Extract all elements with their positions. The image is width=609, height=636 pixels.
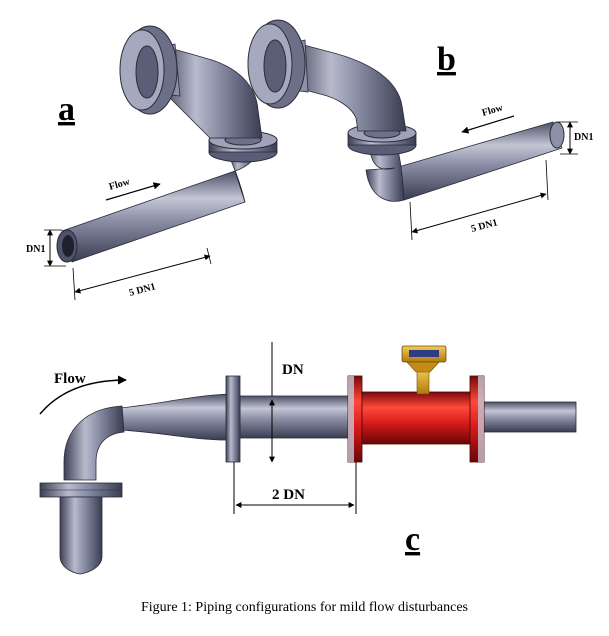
panel-b-upper-bend — [289, 43, 407, 132]
figure-caption: Figure 1: Piping configurations for mild… — [140, 600, 468, 615]
panel-a-flow-label: Flow — [108, 176, 132, 193]
panel-c-flow-label: Flow — [54, 371, 86, 387]
panel-c-meter-display — [409, 350, 439, 357]
panel-a-letter: a — [58, 91, 75, 128]
panel-a-length-line — [74, 254, 211, 294]
panel-c-flange-2 — [347, 375, 363, 463]
panel-c-length-label: 2 DN — [272, 487, 305, 503]
panel-c-elbow — [63, 405, 125, 481]
panel-c-meter-body — [361, 391, 473, 445]
panel-c-reducer — [119, 393, 229, 441]
panel-c-diameter-label: DN — [282, 362, 304, 378]
panel-c: c Flow DN 2 DN — [39, 342, 577, 575]
panel-a: a Flow DN1 5 DN1 — [26, 25, 278, 301]
panel-a-diameter-label: DN1 — [26, 244, 45, 255]
panel-c-inlet-pipe — [59, 496, 103, 575]
panel-c-flange-1 — [225, 375, 241, 463]
panel-b-flow-label: Flow — [481, 102, 505, 119]
panel-a-flow-arrow — [105, 182, 161, 201]
panel-c-outlet-pipe — [483, 401, 577, 433]
panel-b-flow-arrow — [461, 115, 515, 134]
panel-b-wall-flange — [247, 19, 309, 109]
panel-b: b Flow DN1 5 DN1 — [247, 19, 593, 241]
panel-a-inlet-pipe — [56, 170, 246, 263]
panel-c-meter-head — [401, 345, 447, 363]
panel-c-letter: c — [405, 521, 420, 558]
panel-b-letter: b — [437, 41, 456, 78]
panel-a-wall-flange — [119, 25, 181, 115]
panel-b-inlet-pipe — [394, 121, 565, 201]
panel-c-flange-3 — [469, 375, 485, 463]
panel-b-diameter-label: DN1 — [574, 132, 593, 143]
panel-a-length-label: 5 DN1 — [128, 281, 157, 299]
panel-c-flow-arrow — [39, 375, 127, 415]
panel-b-length-label: 5 DN1 — [470, 217, 499, 235]
panel-c-lower-flange — [39, 482, 123, 498]
panel-c-spool-pipe — [239, 395, 351, 439]
panel-b-length-line — [411, 192, 547, 234]
